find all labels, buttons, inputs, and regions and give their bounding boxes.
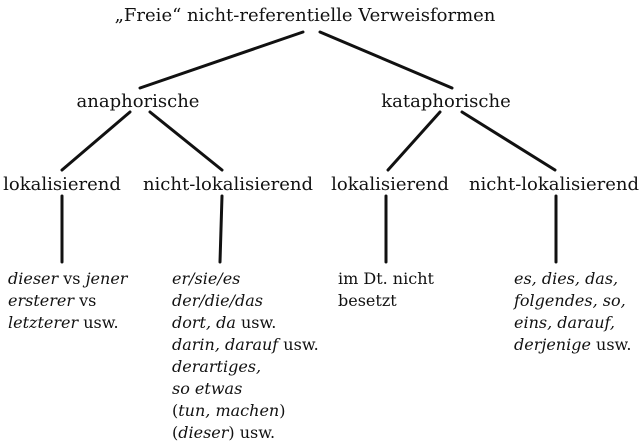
leaf-text-run: ersterer [8,291,74,310]
leaf-text-run: usw. [235,313,277,332]
edge-root-anaphorische [138,30,305,90]
leaf-line: folgendes, so, [514,290,631,312]
leaf-text-run: derjenige [514,335,591,354]
leaf-text-run: ) usw. [228,423,276,442]
leaf-text-run: eins, darauf, [514,313,615,332]
node-kataphorische: kataphorische [381,91,511,112]
leaf-line: er/sie/es [172,268,319,290]
node-anaphorisch-lokalisierend: lokalisierend [3,174,121,195]
leaf-text-run: der/die/das [172,291,263,310]
leaf-text-run: letzterer [8,313,79,332]
leaf-text-run: vs [74,291,97,310]
leaf-text-run: er/sie/es [172,269,241,288]
leaf-text-run: es, dies, das, [514,269,619,288]
leaf-line: der/die/das [172,290,319,312]
leaf-line: im Dt. nicht [338,268,434,290]
leaf-line: es, dies, das, [514,268,631,290]
leaf-line: (tun, machen) [172,400,319,422]
leaf-line: ersterer vs [8,290,127,312]
leaf-text-run: dieser [178,423,229,442]
leaf-text-run: im Dt. nicht [338,269,434,288]
leaf-text-run: dieser [8,269,59,288]
leaf-text-run: usw. [78,313,119,332]
tree-lines [60,30,558,264]
leaf-text-run: ( [172,423,179,442]
leaf-text-run: vs [58,269,86,288]
node-anaphorisch-nicht-lokalisierend: nicht-lokalisierend [142,174,314,195]
leaf-text-run: derartiges, [172,357,262,376]
leaf-line: darin, darauf usw. [172,334,319,356]
leaf-text-run: ) [279,401,286,420]
leaf-text-run: ( [172,401,179,420]
edge-root-kataphorische [318,30,454,90]
edge-kataphorische-lokalisierend [386,110,442,172]
leaf-text-run: darin, darauf [172,335,279,354]
node-root: „Freie“ nicht-referentielle Verweisforme… [114,5,496,26]
edge-anaphorische-nicht-lokalisierend [148,110,224,172]
edge-leaf-b [218,194,224,264]
edge-anaphorische-lokalisierend [60,110,132,172]
leaf-line: eins, darauf, [514,312,631,334]
leaf-line: (dieser) usw. [172,422,319,444]
leaf-text-run: besetzt [338,291,397,310]
leaf-line: dieser vs jener [8,268,127,290]
leaf-text-run: jener [85,269,128,288]
leaf-text-run: usw. [278,335,319,354]
leaf-text-run: folgendes, so, [514,291,626,310]
leaf-kataphorisch-lokalisierend: im Dt. nicht besetzt [338,268,434,312]
leaf-kataphorisch-nicht-lokalisierend: es, dies, das, folgendes, so, eins, darauf… [514,268,631,356]
node-anaphorische: anaphorische [76,91,200,112]
leaf-line: dort, da usw. [172,312,319,334]
leaf-line: besetzt [338,290,434,312]
node-kataphorisch-lokalisierend: lokalisierend [331,174,449,195]
leaf-text-run: tun, machen [178,401,280,420]
leaf-text-run: so etwas [172,379,243,398]
leaf-text-run: usw. [590,335,632,354]
leaf-line: letzterer usw. [8,312,127,334]
node-kataphorisch-nicht-lokalisierend: nicht-lokalisierend [468,174,640,195]
leaf-line: derartiges, [172,356,319,378]
edge-kataphorische-nicht-lokalisierend [460,110,557,172]
leaf-text-run: dort, da [172,313,236,332]
leaf-line: derjenige usw. [514,334,631,356]
leaf-line: so etwas [172,378,319,400]
